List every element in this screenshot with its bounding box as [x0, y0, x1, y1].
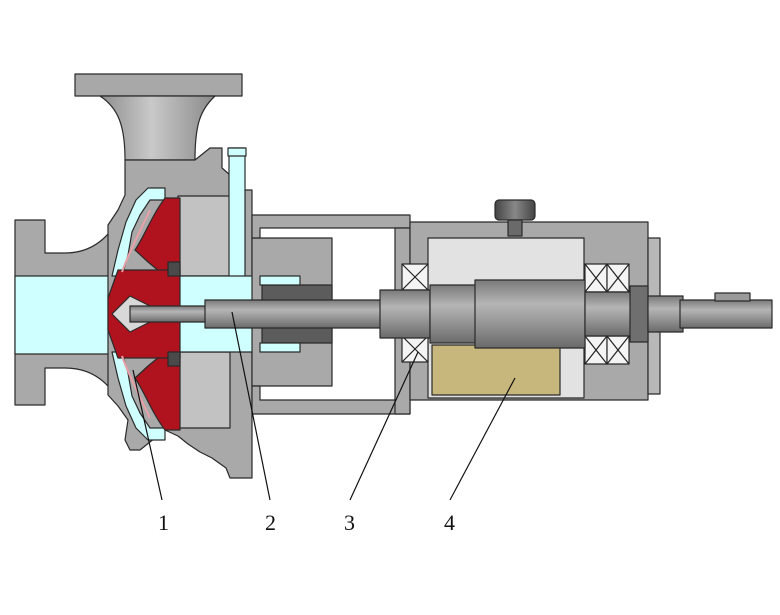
- leader-3: [349, 351, 419, 501]
- rear-bearings: [584, 263, 630, 365]
- suction-inlet-fluid: [14, 275, 126, 355]
- oil-filler-stem: [507, 219, 523, 237]
- oil-bath: [431, 344, 561, 396]
- seal-water-channel: [228, 147, 246, 279]
- impeller-vane-lower: [121, 355, 151, 419]
- casing-backplate-upper: [177, 195, 231, 277]
- casing-backplate-lower: [177, 351, 231, 429]
- suction-flange: [14, 219, 131, 406]
- discharge-flange: [74, 73, 243, 97]
- shaft-bearing-journal-rear: [584, 291, 636, 337]
- shaft-coupling-end: [679, 299, 773, 329]
- leader-1: [132, 369, 163, 501]
- shaft-impeller-end: [129, 305, 211, 323]
- shaft-key: [714, 292, 751, 302]
- bearing-lock-nut: [629, 285, 649, 343]
- oil-filler-cap: [494, 199, 536, 221]
- callout-3: 3: [344, 510, 355, 535]
- shaft-collar: [429, 284, 481, 344]
- discharge-nozzle: [74, 73, 243, 161]
- leader-2: [231, 311, 271, 501]
- shaft-seal-end: [647, 295, 684, 333]
- wear-ring-lower: [167, 351, 181, 367]
- leader-4: [449, 377, 516, 501]
- shaft: [129, 279, 773, 349]
- callout-1: 1: [158, 510, 169, 535]
- callout-leaders: [132, 311, 516, 501]
- callout-4: 4: [444, 510, 455, 535]
- shaft-bearing-journal-front: [379, 289, 431, 339]
- volute-casing: [107, 147, 253, 479]
- shaft-center-section: [474, 279, 586, 349]
- callout-2: 2: [265, 510, 276, 535]
- wear-ring-upper: [167, 261, 181, 277]
- discharge-neck: [99, 95, 216, 161]
- callout-labels: 1 2 3 4: [158, 510, 455, 535]
- impeller-vane-upper: [121, 209, 151, 273]
